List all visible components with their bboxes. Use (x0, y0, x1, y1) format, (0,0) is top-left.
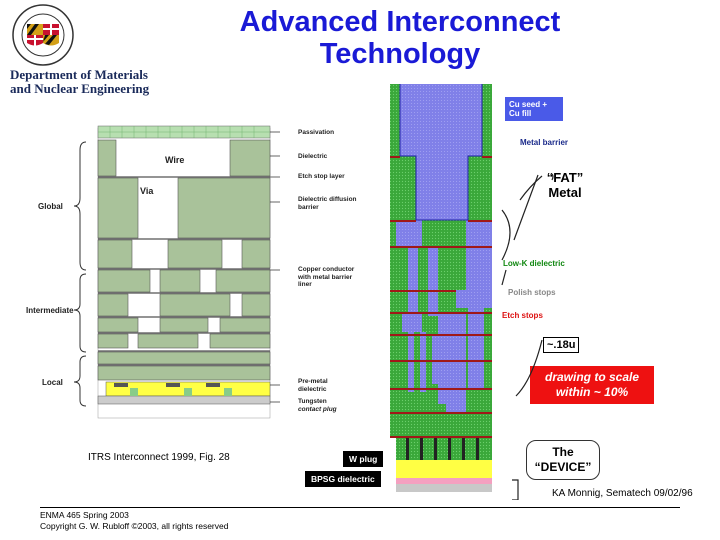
feature-size-label: ~.18u (543, 337, 580, 353)
bpsg-label: BPSG dielectric (305, 471, 381, 487)
credit-caption: KA Monnig, Sematech 09/02/96 (552, 488, 693, 499)
dielectric-label: Dielectric (298, 153, 328, 160)
scale-note: drawing to scale within ~ 10% (530, 366, 654, 404)
metal-barrier-label: Metal barrier (520, 138, 569, 147)
department-name: Department of Materials and Nuclear Engi… (10, 67, 150, 96)
course-label: ENMA 465 Spring 2003 (40, 510, 129, 520)
passivation-label: Passivation (298, 129, 335, 136)
interconnect-cross-section (20, 120, 288, 425)
scaled-interconnect-drawing (386, 84, 496, 504)
w-plug-label: W plug (343, 451, 384, 467)
footer: ENMA 465 Spring 2003 Copyright G. W. Rub… (40, 510, 228, 532)
etch-stop-label: Etch stop layer (298, 173, 345, 180)
page-title: Advanced Interconnect Technology (200, 6, 600, 70)
copper-label: Copper conductor with metal barrier line… (298, 266, 355, 288)
intermediate-level-label: Intermediate (26, 306, 74, 315)
device-label: The “DEVICE” (526, 440, 600, 480)
pre-metal-label: Pre-metal dielectric (298, 378, 328, 393)
footer-divider (40, 507, 680, 508)
contact-plug-label: contact plug (298, 406, 337, 413)
global-level-label: Global (38, 202, 63, 211)
low-k-label: Low-K dielectric (503, 259, 565, 268)
wire-label: Wire (165, 155, 185, 165)
polish-stops-label: Polish stops (508, 288, 556, 297)
diffusion-barrier-label: Dielectric diffusion barrier (298, 196, 357, 211)
left-figure-caption: ITRS Interconnect 1999, Fig. 28 (88, 452, 230, 463)
via-label: Via (140, 186, 154, 196)
local-level-label: Local (42, 378, 63, 387)
fat-metal-label: “FAT” Metal (546, 170, 584, 200)
title-line-1: Advanced Interconnect (239, 6, 561, 38)
etch-stops-label: Etch stops (502, 311, 543, 320)
cu-seed-label: Cu seed + Cu fill (505, 97, 563, 121)
tungsten-label: Tungsten (298, 398, 327, 405)
title-line-2: Technology (319, 38, 481, 70)
annotation-arrows (501, 173, 554, 500)
university-seal-icon (12, 4, 74, 66)
copyright-label: Copyright G. W. Rubloff ©2003, all right… (40, 521, 229, 531)
